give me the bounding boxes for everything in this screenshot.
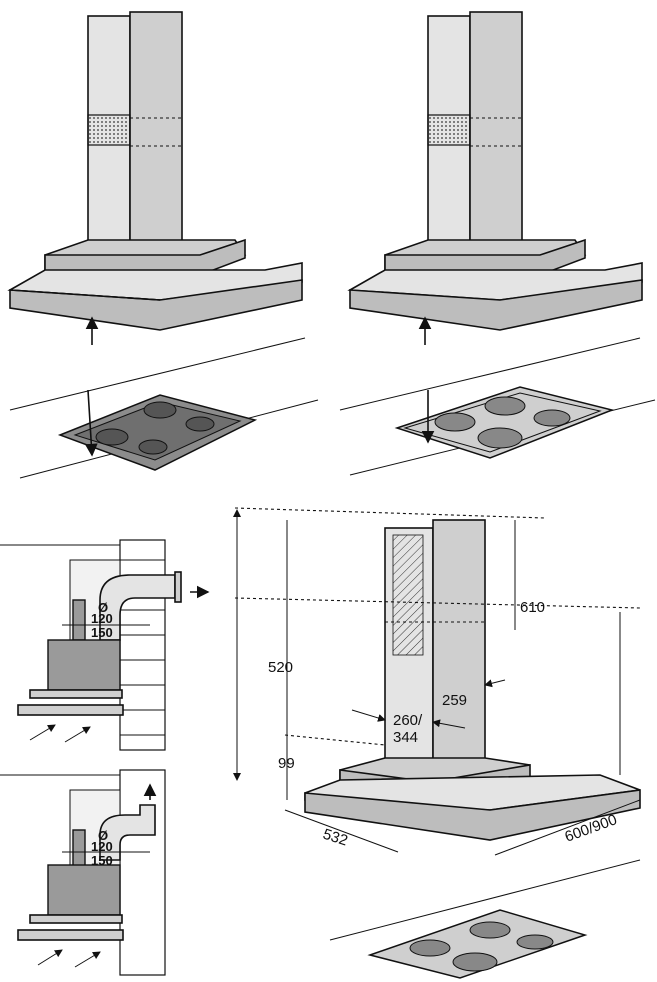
- duct-rear-exit-diagram: Ø 120 150: [0, 539, 210, 751]
- dim-610: 610: [520, 599, 545, 616]
- countertop-edge: [9, 337, 306, 411]
- chimney: [87, 11, 183, 253]
- wall: [119, 539, 166, 751]
- chimney: [427, 11, 523, 253]
- hood-dimension-drawing: 610 520 259 260/ 344 99 532 600/900: [233, 507, 641, 979]
- ceramic-hob: [367, 909, 588, 979]
- dim-259: 259: [442, 692, 467, 709]
- dim-99: 99: [278, 755, 295, 772]
- duct-vertical-exit-diagram: Ø 120 150: [0, 769, 166, 976]
- duct-diameter-120: 120: [91, 611, 113, 626]
- duct-diameter-150: 150: [91, 625, 113, 640]
- duct-diameter-symbol: Ø: [98, 828, 108, 843]
- hood-over-gas-hob: [7, 11, 319, 479]
- dim-344: 344: [393, 729, 418, 746]
- duct-diameter-symbol: Ø: [98, 600, 108, 615]
- dim-260: 260/: [393, 712, 423, 729]
- ceramic-hob: [394, 386, 615, 459]
- duct-diameter-150: 150: [91, 853, 113, 868]
- dim-520: 520: [268, 659, 293, 676]
- hood-over-ceramic-hob: [339, 11, 656, 476]
- duct-diameter-120: 120: [91, 839, 113, 854]
- canopy: [7, 238, 303, 331]
- canopy: [347, 238, 643, 331]
- gas-hob: [57, 389, 258, 471]
- dim-532: 532: [321, 826, 350, 850]
